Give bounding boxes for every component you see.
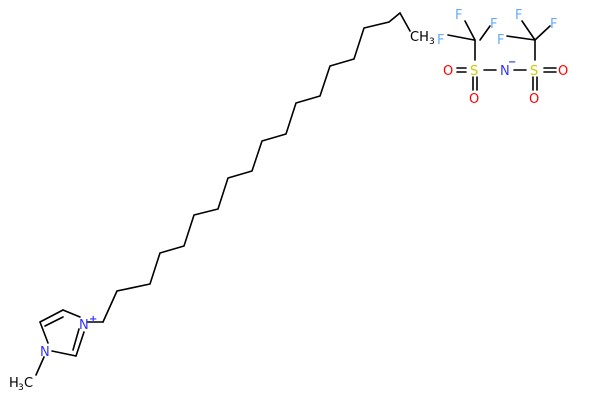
fluorine-2-label: F: [490, 17, 497, 32]
nitrogen-anion-label: N: [500, 64, 510, 79]
sulfur-2-label: S: [530, 64, 538, 79]
methyl-c-label: C: [24, 376, 33, 391]
oxygen-2b-label: O: [529, 92, 539, 107]
negative-charge: −: [508, 57, 516, 68]
ch3-label: CH: [410, 30, 429, 45]
positive-charge: +: [89, 314, 97, 325]
ch3-subscript: 3: [429, 37, 435, 47]
nitrogen-methyl-label: N: [40, 345, 50, 360]
sulfur-1-label: S: [470, 64, 478, 79]
oxygen-2a-label: O: [558, 64, 568, 79]
alkyl-chain: [102, 11, 411, 323]
methyl-h-label: H: [9, 376, 19, 391]
oxygen-1b-label: O: [469, 92, 479, 107]
fluorine-5-label: F: [550, 17, 557, 32]
fluorine-4-label: F: [515, 8, 522, 23]
fluorine-3-label: F: [437, 33, 444, 48]
methyl-subscript: 3: [18, 383, 24, 393]
anion-bonds: [447, 20, 557, 91]
fluorine-1-label: F: [455, 8, 462, 23]
nitrogen-cation-label: N: [79, 318, 89, 333]
oxygen-1a-label: O: [443, 64, 453, 79]
imidazolium-ring: [35, 309, 104, 376]
fluorine-6-label: F: [497, 33, 504, 48]
